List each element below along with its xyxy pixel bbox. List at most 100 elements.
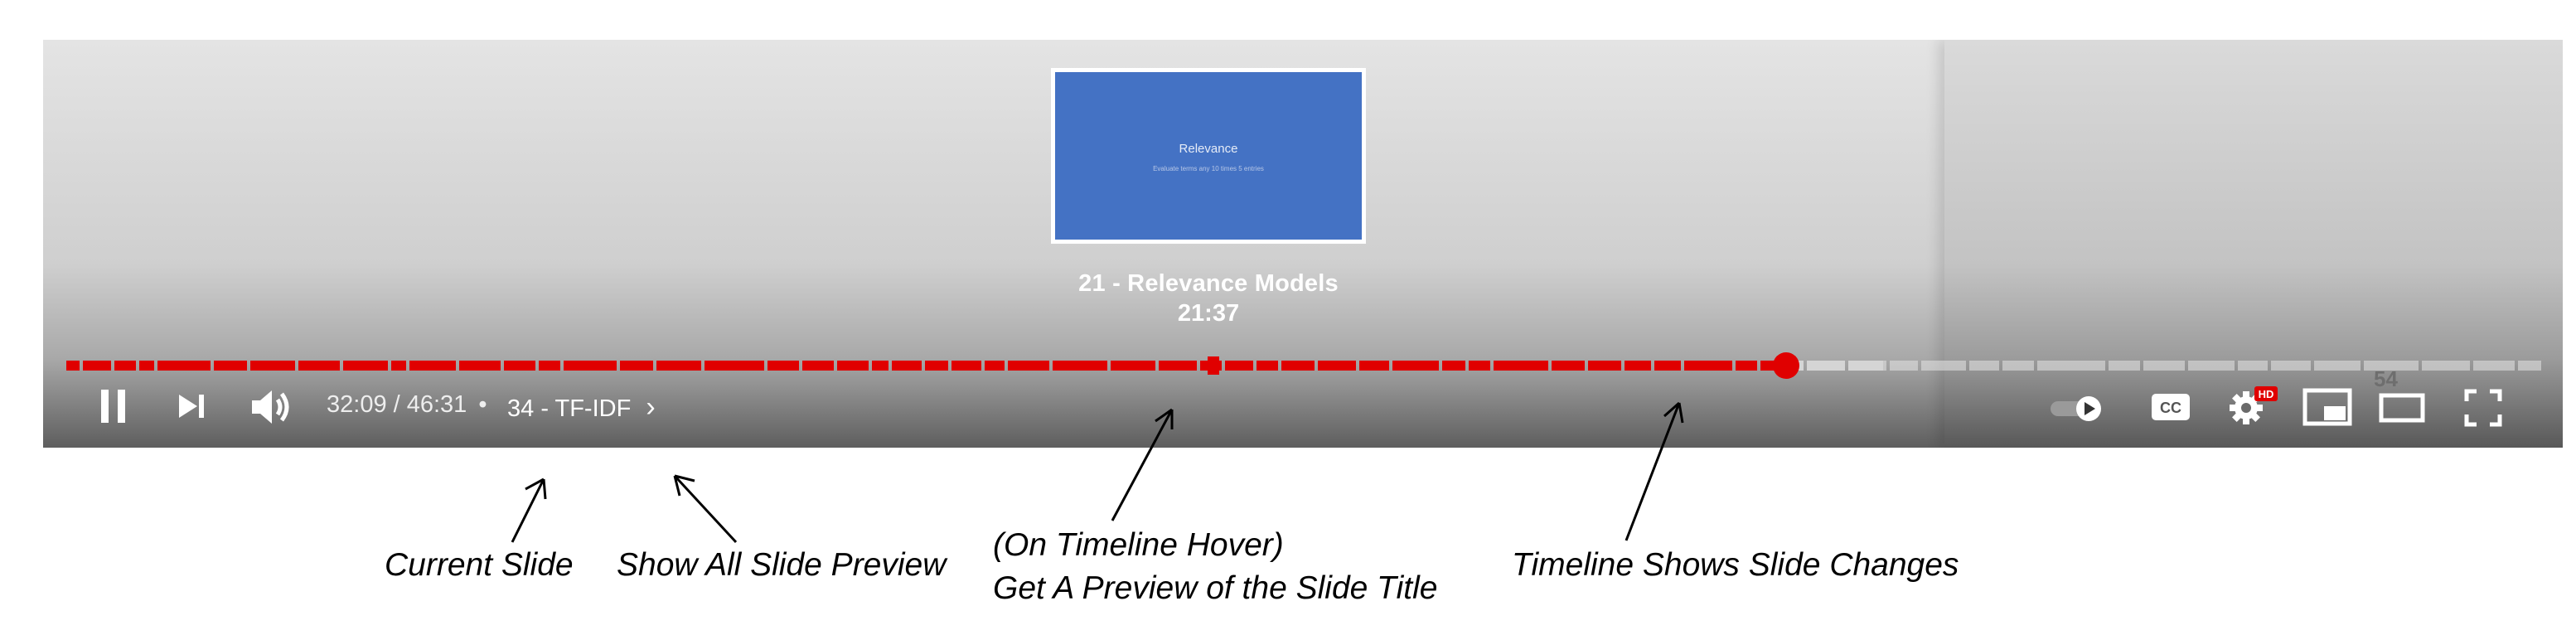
timeline-segment [951,361,981,371]
timeline-segment [1008,361,1049,371]
timeline-segment [1469,361,1490,371]
timeline-segment [343,361,388,371]
pause-icon [101,390,125,423]
timeline-segment [1159,361,1197,371]
cc-label: CC [2160,400,2181,416]
timeline-segment [139,361,154,371]
timeline-segment [2109,361,2140,371]
pause-button[interactable] [94,386,134,426]
slide-preview-thumbnail: Relevance Evaluate terms any 10 times 5 … [1051,68,1366,244]
timeline-segment [767,361,799,371]
timeline-segment [114,361,136,371]
annotation-show-all-preview: Show All Slide Preview [617,547,947,583]
timeline-segment [837,361,869,371]
theater-icon [2379,393,2425,423]
progress-timeline[interactable] [66,352,2545,379]
timeline-segment [1359,361,1389,371]
annotation-hover-line1: (On Timeline Hover) [993,527,1284,563]
timeline-segment [656,361,701,371]
timeline-segment [1111,361,1155,371]
timeline-segment [1552,361,1585,371]
timeline-segment [705,361,764,371]
timeline-segment [2238,361,2268,371]
timeline-segment [1392,361,1439,371]
preview-chapter-label: 21 - Relevance Models [1078,270,1339,297]
timeline-hover-marker [1208,356,1220,375]
timeline-segment [1494,361,1548,371]
timeline-segment [892,361,922,371]
timeline-segment [1625,361,1651,371]
time-elapsed-total: 32:09 / 46:31 [327,391,467,418]
timeline-segment [2422,361,2470,371]
preview-slide-subtitle: Evaluate terms any 10 times 5 entries [1153,165,1264,172]
timeline-segment [391,361,406,371]
timeline-segment [2188,361,2235,371]
next-button[interactable] [176,391,209,421]
volume-icon [252,390,289,424]
timeline-segment [1053,361,1107,371]
timeline-segment [504,361,535,371]
time-separator: • [478,391,487,418]
timeline-segment [1318,361,1356,371]
chapter-button[interactable]: 34 - TF-IDF › [507,391,656,424]
timeline-segment [1257,361,1278,371]
timeline-segment [985,361,1005,371]
video-player[interactable]: Relevance Evaluate terms any 10 times 5 … [43,40,2563,448]
settings-button[interactable]: HD [2228,385,2279,426]
captions-icon: CC [2152,394,2190,420]
preview-time: 21:37 [1177,300,1240,327]
timeline-segment [1969,361,1999,371]
fullscreen-icon [2464,389,2502,427]
timeline-segment [2143,361,2185,371]
captions-button[interactable]: CC [2150,391,2191,423]
timeline-segment [1890,361,1918,371]
gear-icon: HD [2230,386,2278,424]
timeline-segment [872,361,889,371]
timeline-segment [1684,361,1732,371]
timeline-segment [539,361,560,371]
video-frame-right [1944,40,2563,448]
miniplayer-button[interactable] [2302,388,2352,426]
timeline-segment [1281,361,1315,371]
end-number: 54 [2374,366,2398,391]
timeline-segment [459,361,501,371]
annotation-hover-line2: Get A Preview of the Slide Title [993,570,1438,606]
timeline-segment [564,361,617,371]
arrow-current-slide [511,477,547,543]
timeline-segment [2271,361,2311,371]
annotation-current-slide: Current Slide [385,547,574,583]
timeline-segment [802,361,834,371]
timeline-segment [1442,361,1465,371]
theater-mode-button[interactable] [2379,393,2425,423]
annotation-timeline-changes: Timeline Shows Slide Changes [1512,547,1959,583]
timeline-segment [1807,361,1845,371]
timeline-segment [1225,361,1253,371]
timeline-segment [2518,361,2541,371]
timeline-segment [83,361,111,371]
timeline-scrubber-handle[interactable] [1773,352,1800,379]
timeline-segment [1736,361,1757,371]
timeline-segment [66,361,80,371]
timeline-segment [157,361,211,371]
autoplay-toggle[interactable] [2049,391,2109,424]
timeline-segment [2314,361,2361,371]
timeline-segment [214,361,247,371]
preview-slide-title: Relevance [1179,142,1238,156]
timeline-segment [1654,361,1681,371]
timeline-segment [250,361,295,371]
hd-badge: HD [2259,388,2274,400]
chevron-right-icon: › [646,391,656,423]
timeline-segment [2002,361,2034,371]
arrow-show-all [673,474,738,544]
current-chapter-label: 34 - TF-IDF [507,395,632,422]
timeline-segment [298,361,340,371]
timeline-segment [2364,361,2419,371]
volume-button[interactable] [250,386,297,428]
timeline-segment [409,361,456,371]
timeline-segment [620,361,653,371]
fullscreen-button[interactable] [2463,388,2503,428]
timeline-segment [925,361,948,371]
timeline-segment [2037,361,2105,371]
autoplay-icon [2051,396,2101,421]
miniplayer-icon [2302,388,2352,426]
